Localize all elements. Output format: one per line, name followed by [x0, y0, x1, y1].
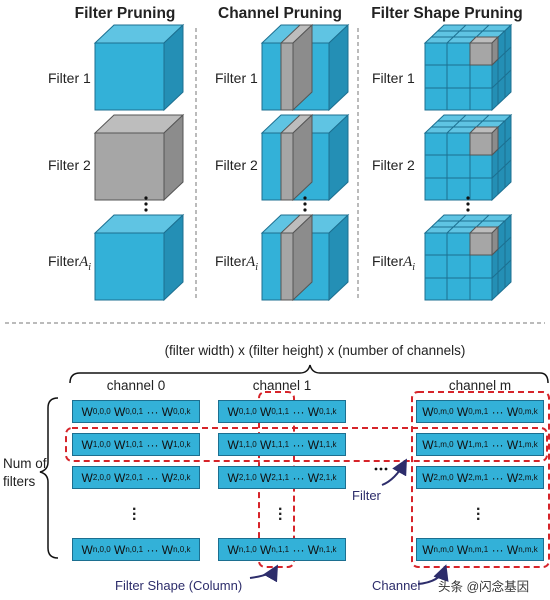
channel-pruning-cube-ai	[260, 213, 350, 302]
filter-shape-arrow	[249, 564, 278, 583]
top-brace	[69, 364, 549, 384]
filter-row-highlight	[65, 427, 548, 462]
left-brace	[39, 397, 59, 559]
filter2-label-col1: Filter 2	[48, 157, 91, 173]
channel-m-header: channel m	[448, 378, 512, 393]
row-ellipsis: ···	[132, 501, 138, 528]
channel-highlight	[411, 391, 550, 568]
filter-arrow	[381, 458, 407, 486]
filter-shape-pruning-title: Filter Shape Pruning	[371, 5, 523, 22]
channel-pruning-title: Channel Pruning	[218, 5, 342, 22]
filter2-label-col2: Filter 2	[215, 157, 258, 173]
row-ellipsis: ···	[278, 501, 284, 528]
filter-shape-annotation: Filter Shape (Column)	[115, 578, 243, 593]
dimension-label: (filter width) x (filter height) x (numb…	[164, 343, 466, 358]
channel-pruning-cube-2	[260, 113, 350, 202]
filter1-label-col3: Filter 1	[372, 70, 415, 86]
filter-pruning-cube-ai	[93, 213, 185, 302]
cube-ellipsis	[144, 196, 470, 212]
filter-pruning-cube-1	[93, 23, 185, 112]
filter2-label-col3: Filter 2	[372, 157, 415, 173]
channel-ellipsis	[374, 467, 388, 471]
filter1-label-col1: Filter 1	[48, 70, 91, 86]
channel-pruning-cube-1	[260, 23, 350, 112]
channel-0-header: channel 0	[106, 378, 166, 393]
num-of-filters-label: Num of filters	[3, 456, 47, 489]
filterAi-label-col3: FilterAi	[372, 253, 416, 273]
channel-1-header: channel 1	[252, 378, 312, 393]
filter-pruning-cube-2-pruned	[93, 113, 185, 202]
filter1-label-col2: Filter 1	[215, 70, 258, 86]
filter-annotation: Filter	[352, 488, 381, 503]
row-ellipsis: ···	[476, 501, 482, 528]
filter-shape-pruning-cube-2	[423, 113, 513, 202]
filter-shape-pruning-cube-ai	[423, 213, 513, 302]
channel-annotation: Channel	[372, 578, 421, 593]
channel-arrow	[417, 564, 449, 585]
filterAi-label-col1: FilterAi	[48, 253, 92, 273]
watermark: 头条 @闪念基因	[438, 580, 530, 594]
filter-pruning-title: Filter Pruning	[74, 5, 176, 22]
filter-shape-pruning-cube-1	[423, 23, 513, 112]
filterAi-label-col2: FilterAi	[215, 253, 259, 273]
